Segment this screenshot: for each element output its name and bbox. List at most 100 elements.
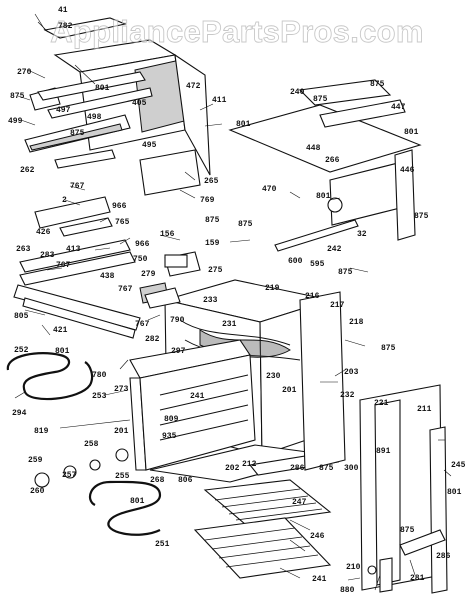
callout-875: 875	[238, 220, 253, 229]
callout-2: 2	[62, 196, 67, 205]
callout-600: 600	[288, 257, 303, 266]
callout-246: 246	[310, 532, 325, 541]
callout-297: 297	[171, 347, 186, 356]
control-panel-assembly	[24, 17, 211, 237]
callout-231: 231	[222, 320, 237, 329]
callout-411: 411	[212, 96, 227, 105]
callout-801: 801	[404, 128, 419, 137]
callout-202: 202	[225, 464, 240, 473]
callout-251: 251	[155, 540, 170, 549]
callout-875: 875	[313, 95, 328, 104]
callout-806: 806	[178, 476, 193, 485]
callout-300: 300	[344, 464, 359, 473]
callout-281: 281	[410, 574, 425, 583]
callout-270: 270	[17, 68, 32, 77]
callout-782: 782	[58, 22, 73, 31]
callout-263: 263	[16, 245, 31, 254]
callout-470: 470	[262, 185, 277, 194]
callout-966: 966	[135, 240, 150, 249]
callout-260: 260	[30, 487, 45, 496]
callout-805: 805	[14, 312, 29, 321]
callout-421: 421	[53, 326, 68, 335]
callout-275: 275	[208, 266, 223, 275]
callout-801: 801	[316, 192, 331, 201]
callout-875: 875	[338, 268, 353, 277]
callout-259: 259	[28, 456, 43, 465]
callout-201: 201	[282, 386, 297, 395]
callout-268: 268	[150, 476, 165, 485]
callout-203: 203	[344, 368, 359, 377]
callout-265: 265	[204, 177, 219, 186]
front-trim-bars	[13, 239, 201, 339]
callout-801: 801	[236, 120, 251, 129]
callout-labels: 41 782 270 801 875 497 405 472 411 498 8…	[8, 6, 466, 595]
callout-159: 159	[205, 239, 220, 248]
callout-294: 294	[12, 409, 27, 418]
callout-216: 216	[305, 292, 320, 301]
callout-262: 262	[20, 166, 35, 175]
callout-801: 801	[55, 347, 70, 356]
callout-595: 595	[310, 260, 325, 269]
callout-201: 201	[114, 427, 129, 436]
callout-767: 767	[56, 261, 71, 270]
hinge-parts	[367, 529, 446, 593]
callout-283: 283	[40, 251, 55, 260]
parts-drawing	[6, 13, 452, 594]
callout-218: 218	[349, 318, 364, 327]
callout-819: 819	[34, 427, 49, 436]
callout-217: 217	[330, 301, 345, 310]
callout-257: 257	[62, 471, 77, 480]
callout-767: 767	[70, 182, 85, 191]
callout-221: 221	[374, 399, 389, 408]
callout-767: 767	[118, 285, 133, 294]
callout-413: 413	[66, 245, 81, 254]
callout-801: 801	[130, 497, 145, 506]
callout-241: 241	[190, 392, 205, 401]
callout-495: 495	[142, 141, 157, 150]
callout-247: 247	[292, 498, 307, 507]
callout-253: 253	[92, 392, 107, 401]
callout-875: 875	[414, 212, 429, 221]
callout-497: 497	[56, 106, 71, 115]
callout-966: 966	[112, 202, 127, 211]
callout-750: 750	[133, 255, 148, 264]
callout-230: 230	[266, 372, 281, 381]
callout-273: 273	[114, 385, 129, 394]
callout-32: 32	[357, 230, 367, 239]
callout-499: 499	[8, 117, 23, 126]
callout-426: 426	[36, 228, 51, 237]
callout-438: 438	[100, 272, 115, 281]
callout-875: 875	[370, 80, 385, 89]
callout-472: 472	[186, 82, 201, 91]
callout-240: 240	[290, 88, 305, 97]
callout-258: 258	[84, 440, 99, 449]
callout-266: 266	[325, 156, 340, 165]
callout-935: 935	[162, 432, 177, 441]
callout-41: 41	[58, 6, 68, 15]
callout-767: 767	[135, 320, 150, 329]
callout-875: 875	[205, 216, 220, 225]
callout-801: 801	[447, 488, 462, 497]
callout-252: 252	[14, 346, 29, 355]
callout-448: 448	[306, 144, 321, 153]
callout-241: 241	[312, 575, 327, 584]
callout-405: 405	[132, 99, 147, 108]
callout-769: 769	[200, 196, 215, 205]
callout-286: 286	[290, 464, 305, 473]
callout-891: 891	[376, 447, 391, 456]
callout-809: 809	[164, 415, 179, 424]
callout-210: 210	[346, 563, 361, 572]
callout-875: 875	[10, 92, 25, 101]
callout-156: 156	[160, 230, 175, 239]
callout-780: 780	[92, 371, 107, 380]
callout-255: 255	[115, 472, 130, 481]
callout-880: 880	[340, 586, 355, 595]
callout-245: 245	[451, 461, 466, 470]
callout-875: 875	[70, 129, 85, 138]
callout-282: 282	[145, 335, 160, 344]
callout-875: 875	[400, 526, 415, 535]
callout-211: 211	[417, 405, 432, 414]
callout-212: 212	[242, 460, 257, 469]
callout-219: 219	[265, 284, 280, 293]
